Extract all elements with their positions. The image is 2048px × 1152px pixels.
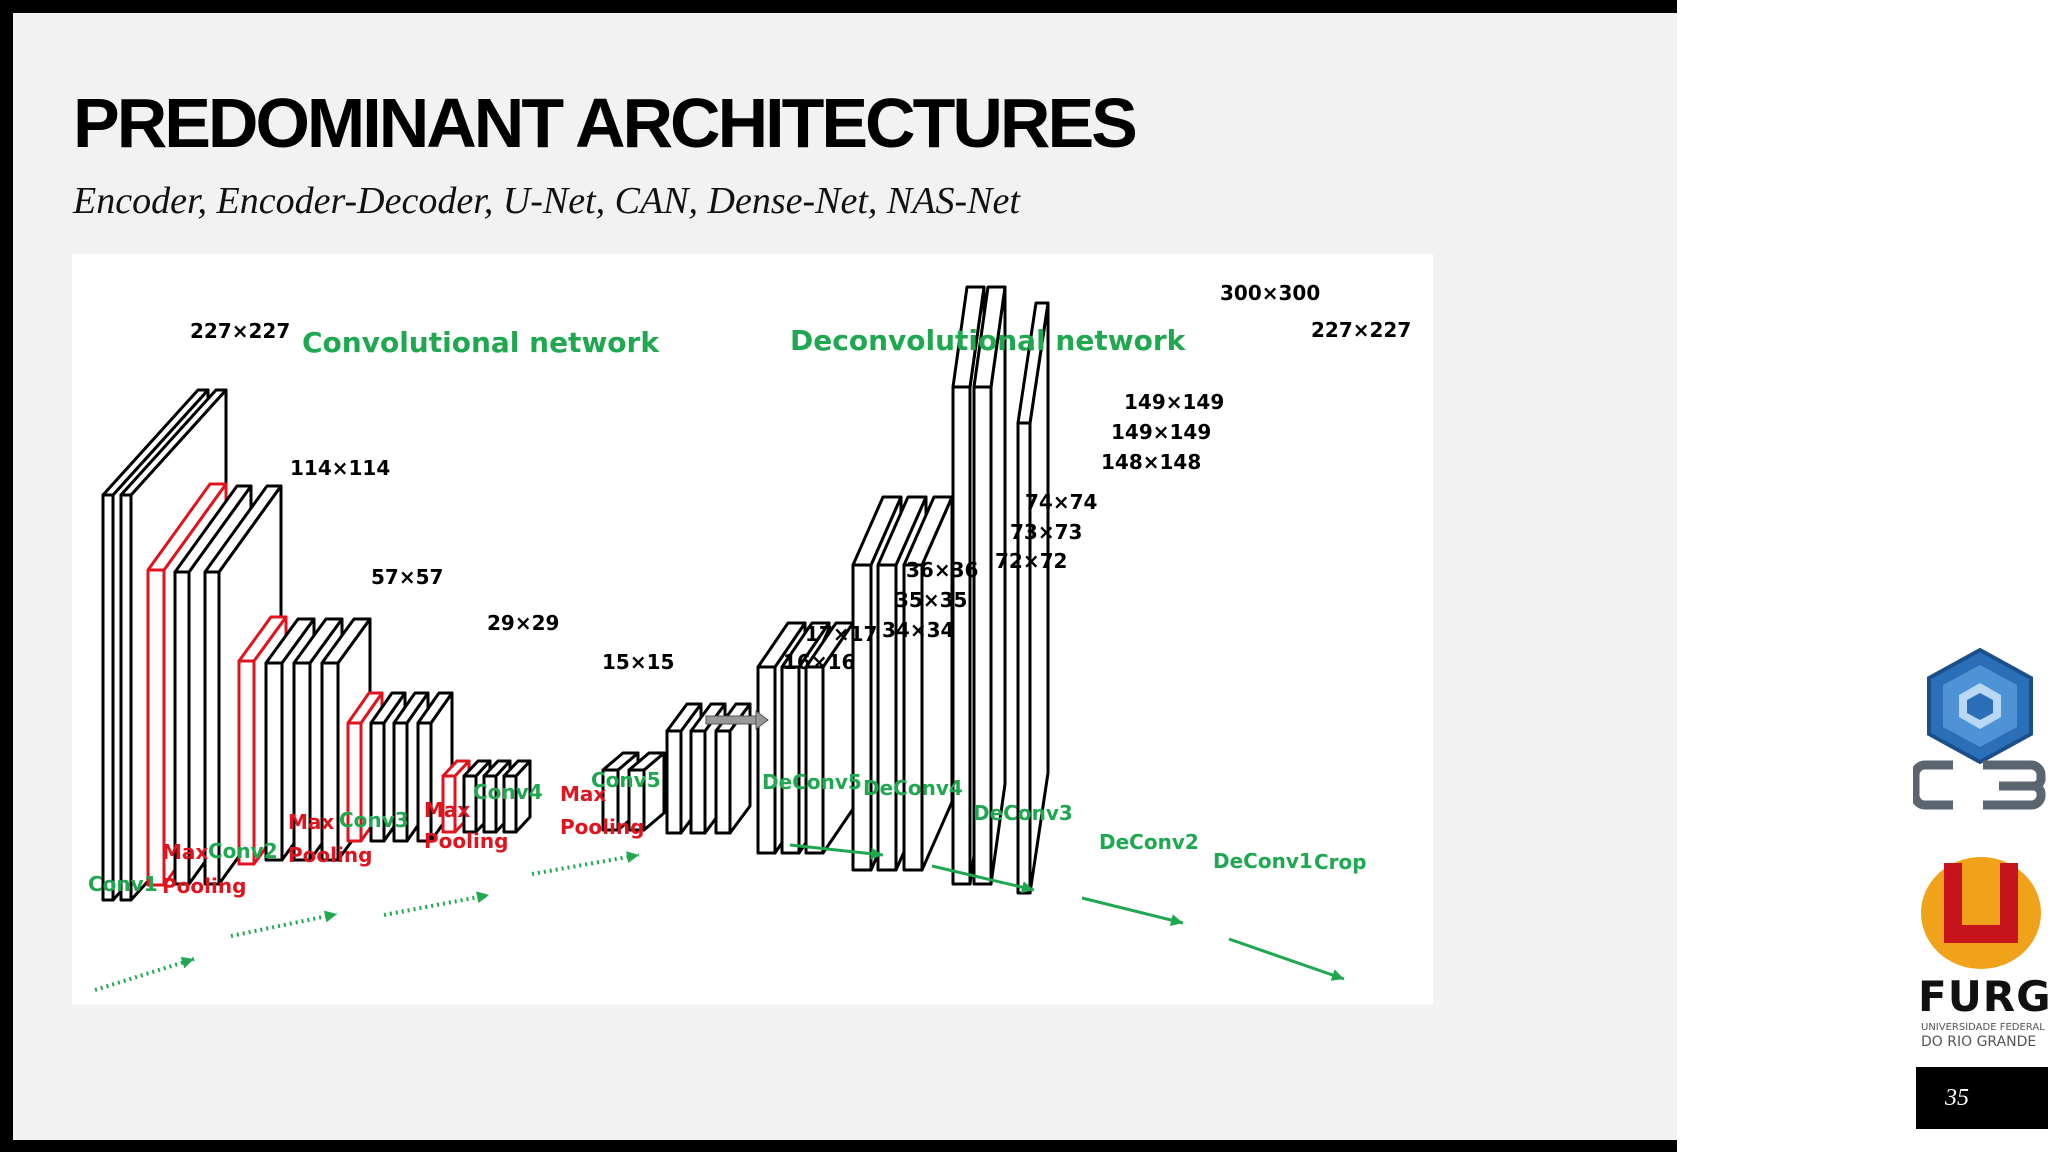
dotted-flow-arrow: [230, 912, 338, 938]
conv-label: Conv4: [473, 780, 543, 804]
conv-label: Conv5: [591, 768, 661, 792]
page-number-box: 35: [1916, 1067, 2048, 1129]
encoder-decoder-diagram: Convolutional network Deconvolutional ne…: [88, 281, 1411, 992]
size-label: 16×16: [783, 650, 855, 674]
page-number: 35: [1945, 1085, 1969, 1111]
furg-logo: [1921, 857, 2041, 969]
slide-title: PREDOMINANT ARCHITECTURES: [73, 84, 1138, 162]
layer-block: [972, 285, 1007, 886]
size-label: 227×227: [190, 319, 290, 343]
architecture-figure: Convolutional network Deconvolutional ne…: [72, 254, 1433, 1005]
deconv-label: DeConv4: [863, 776, 963, 800]
conv-label: Conv1: [88, 872, 158, 896]
arrow-head: [324, 910, 337, 923]
dotted-flow-arrow: [531, 853, 640, 876]
furg-subtitle: DO RIO GRANDE: [1921, 1034, 2037, 1050]
size-label: 149×149: [1124, 390, 1224, 414]
furg-wordmark: FURG: [1918, 972, 2048, 1021]
dotted-flow-arrow: [94, 957, 195, 992]
arrow-head: [870, 847, 883, 860]
arrow-head: [180, 956, 194, 969]
solid-flow-arrow: [931, 864, 1035, 892]
pool-label: Pooling: [162, 874, 246, 898]
size-label: 34×34: [882, 618, 954, 642]
size-label: 72×72: [995, 549, 1067, 573]
solid-flow-arrow: [1081, 896, 1184, 925]
furg-subtitle: UNIVERSIDADE FEDERAL: [1921, 1022, 2045, 1033]
layer-blocks: [101, 285, 1050, 902]
pool-label: Max: [162, 840, 208, 864]
slide: PREDOMINANT ARCHITECTURES Encoder, Encod…: [13, 13, 1677, 1140]
size-label: 36×36: [906, 558, 978, 582]
pool-label: Pooling: [424, 829, 508, 853]
size-label: 148×148: [1101, 450, 1201, 474]
deconv-label: DeConv5: [762, 770, 862, 794]
size-label: 74×74: [1025, 490, 1097, 514]
crop-label: Crop: [1314, 850, 1367, 874]
pool-label: Max: [288, 810, 334, 834]
conv-label: Conv3: [339, 808, 409, 832]
size-label: 15×15: [602, 650, 674, 674]
layer-block: [1016, 301, 1050, 895]
deconv-heading: Deconvolutional network: [790, 324, 1187, 357]
deconv-label: DeConv2: [1099, 830, 1199, 854]
dotted-flow-arrow: [383, 893, 490, 917]
layer-block: [502, 759, 532, 834]
slide-subtitle: Encoder, Encoder-Decoder, U-Net, CAN, De…: [73, 180, 1020, 222]
center-arrow: [705, 710, 769, 730]
arrow-head: [626, 851, 639, 864]
size-label: 300×300: [1220, 281, 1320, 305]
size-label: 35×35: [895, 588, 967, 612]
pool-label: Pooling: [560, 815, 644, 839]
arrow-head: [476, 891, 489, 904]
solid-flow-arrow: [1228, 937, 1345, 981]
size-label: 227×227: [1311, 318, 1411, 342]
layer-block: [714, 702, 752, 835]
conv-heading: Convolutional network: [302, 326, 660, 359]
flow-arrows: [94, 843, 1345, 992]
pool-label: Pooling: [288, 843, 372, 867]
layer-block: [804, 621, 855, 855]
size-label: 29×29: [487, 611, 559, 635]
size-label: 149×149: [1111, 420, 1211, 444]
arrow-head: [1330, 969, 1344, 981]
solid-flow-arrow: [789, 843, 884, 857]
c3-logo: [1913, 647, 2046, 810]
layer-block: [902, 495, 954, 872]
size-label: 73×73: [1010, 520, 1082, 544]
deconv-label: DeConv3: [973, 801, 1073, 825]
layer-block: [627, 751, 666, 832]
conv-label: Conv2: [208, 839, 278, 863]
pool-label: Max: [560, 782, 606, 806]
arrow-head: [1169, 914, 1183, 926]
deconv-label: DeConv1: [1213, 849, 1313, 873]
size-label: 114×114: [290, 456, 390, 480]
arrow-head: [1020, 881, 1034, 894]
pool-label: Max: [424, 798, 470, 822]
size-label: 57×57: [371, 565, 443, 589]
size-label: 17×17: [805, 622, 877, 646]
